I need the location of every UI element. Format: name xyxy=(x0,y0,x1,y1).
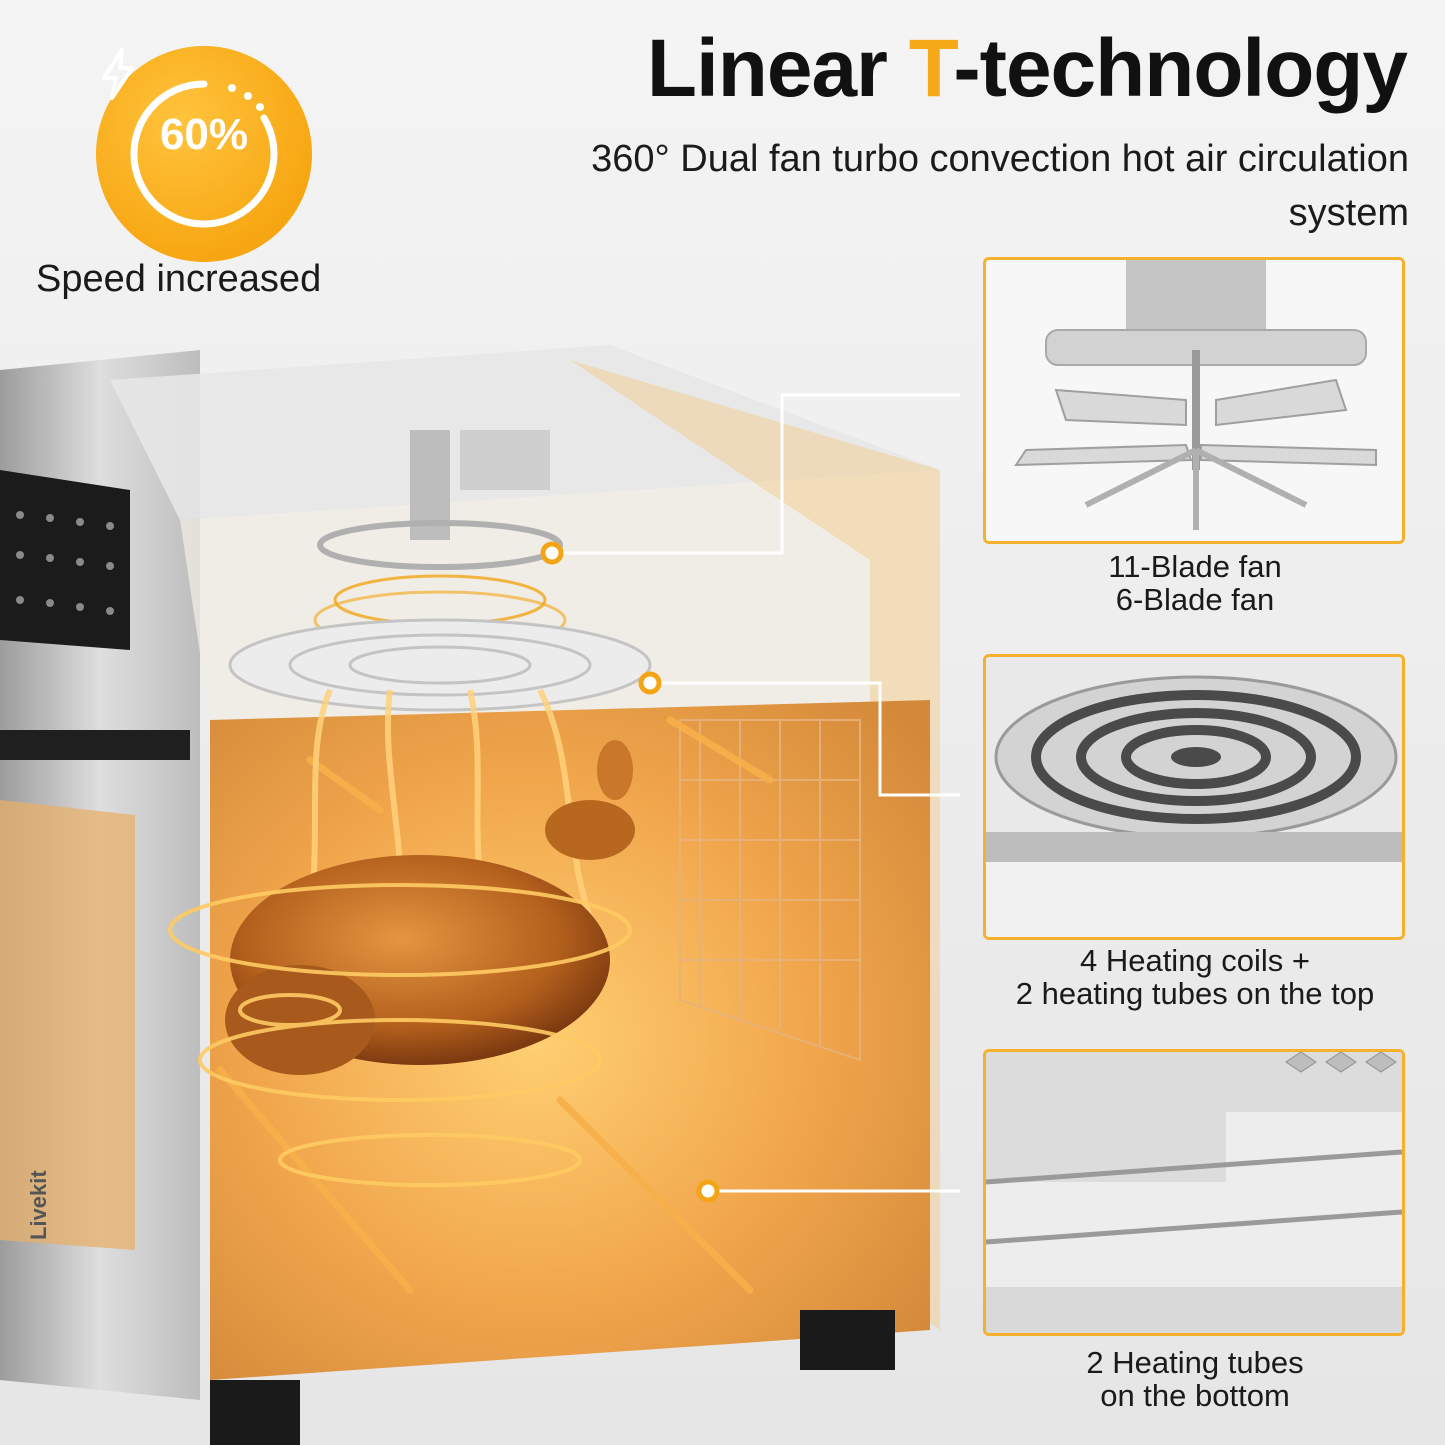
headline-suffix: -technology xyxy=(953,23,1408,114)
heating-rods xyxy=(216,716,774,1294)
oven-foot xyxy=(210,1380,300,1445)
speed-value: 60% xyxy=(159,110,249,159)
detail-panel-top-heater xyxy=(983,654,1405,940)
feature-line: 11-Blade fan xyxy=(1108,549,1282,584)
headline-prefix: Linear xyxy=(646,23,909,114)
door-handle xyxy=(0,730,190,760)
detail-panel-fan xyxy=(983,257,1405,544)
feature-caption-bottom-heater: 2 Heating tubes on the bottom xyxy=(960,1346,1430,1412)
door-window xyxy=(0,800,135,1250)
subtitle: 360° Dual fan turbo convection hot air c… xyxy=(591,138,1409,234)
feature-line: 4 Heating coils + xyxy=(1079,943,1311,978)
brand-label: Livekit xyxy=(26,1170,51,1240)
control-buttons xyxy=(16,511,114,615)
lightning-bolt-icon xyxy=(102,48,134,100)
callout-dot-top-heater xyxy=(638,671,662,695)
headline: Linear T-technology xyxy=(647,28,1408,110)
air-fryer-oven-illustration: Livekit xyxy=(0,345,960,1445)
feature-line: 6-Blade fan xyxy=(1115,582,1275,617)
roast-chicken xyxy=(225,740,635,1075)
fan-blades-image xyxy=(986,260,1402,541)
callout-dot-fan xyxy=(540,541,564,565)
speed-badge: 60% xyxy=(96,46,312,262)
speed-caption: Speed increased xyxy=(36,258,322,300)
callout-lines xyxy=(552,393,960,1193)
control-panel xyxy=(0,470,130,650)
feature-caption-top-heater: 4 Heating coils + 2 heating tubes on the… xyxy=(960,944,1430,1010)
feature-line: on the bottom xyxy=(1100,1378,1290,1413)
progress-ring-icon xyxy=(130,80,278,228)
oven-foot xyxy=(800,1310,895,1370)
feature-caption-fan: 11-Blade fan 6-Blade fan xyxy=(960,550,1430,616)
feature-line: 2 heating tubes on the top xyxy=(1015,976,1375,1011)
feature-line: 2 Heating tubes xyxy=(1086,1345,1304,1380)
hot-air-swirls xyxy=(168,883,632,1187)
heating-coil-image xyxy=(986,657,1402,937)
callout-dot-bottom-heater xyxy=(696,1179,720,1203)
detail-panel-bottom-heater xyxy=(983,1049,1405,1336)
bottom-tubes-image xyxy=(986,1052,1402,1333)
headline-accent: T xyxy=(908,23,955,114)
fan-assembly xyxy=(228,430,652,712)
